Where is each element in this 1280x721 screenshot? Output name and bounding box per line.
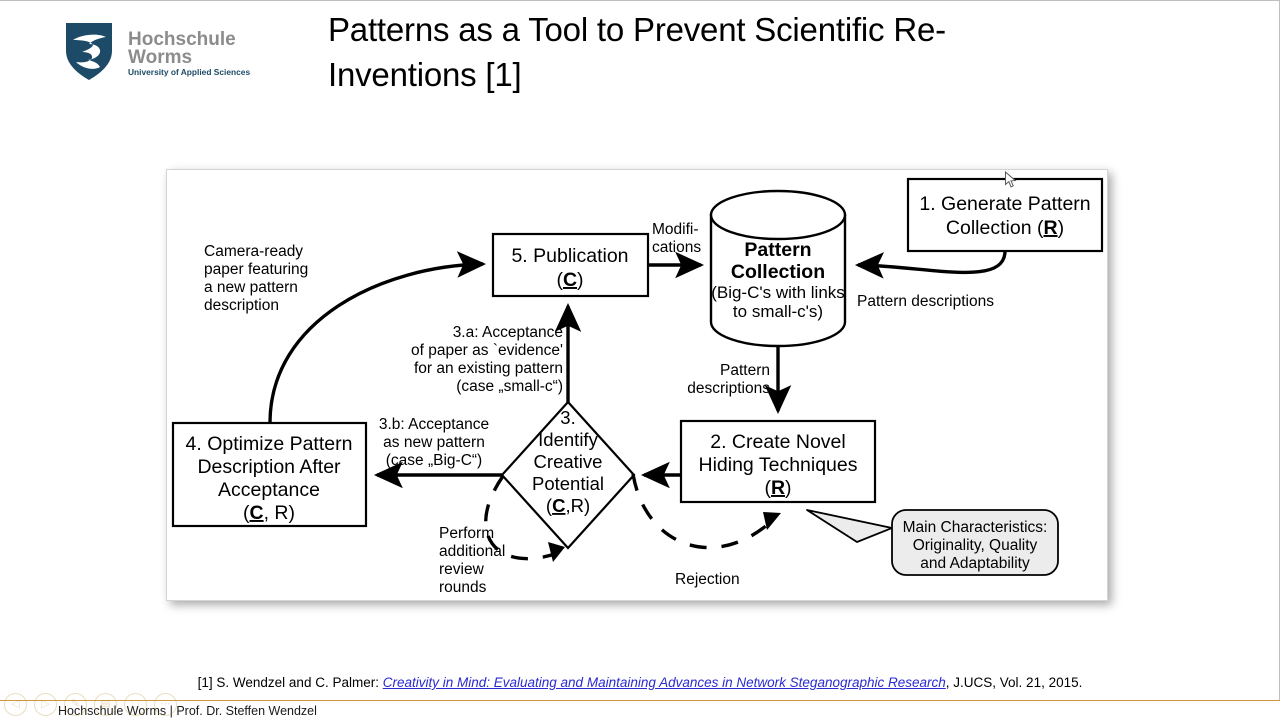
edge-label-perform-review-rounds: Perform additional review rounds bbox=[439, 525, 505, 596]
svg-text:additional: additional bbox=[439, 543, 505, 560]
node-create-line-2: Hiding Techniques bbox=[699, 454, 858, 476]
previous-slide-button[interactable]: ◁ bbox=[4, 693, 27, 716]
node-identify-line-5: (C,R) bbox=[546, 495, 590, 516]
svg-text:(case „small-c“): (case „small-c“) bbox=[456, 378, 563, 395]
node-publication-line-2: (C) bbox=[556, 269, 583, 291]
pen-tool-button[interactable]: ✎ bbox=[64, 693, 87, 716]
process-diagram-image: 1. Generate Pattern Collection (R) Patte… bbox=[166, 169, 1108, 601]
page-title: Patterns as a Tool to Prevent Scientific… bbox=[328, 7, 1088, 97]
edge-label-rejection: Rejection bbox=[675, 571, 740, 588]
svg-text:descriptions: descriptions bbox=[687, 380, 770, 397]
edge-rejection-arrowhead bbox=[763, 512, 781, 530]
node-identify-line-4: Potential bbox=[532, 473, 604, 494]
hochschule-worms-logo: Hochschule Worms University of Applied S… bbox=[60, 21, 260, 83]
node-optimize-line-2: Description After bbox=[197, 456, 341, 478]
svg-text:for an existing pattern: for an existing pattern bbox=[414, 360, 563, 377]
svg-text:Camera-ready: Camera-ready bbox=[204, 243, 303, 260]
logo-word-hochschule: Hochschule bbox=[128, 29, 236, 50]
node-optimize-line-4: (C, R) bbox=[243, 502, 295, 524]
citation-line: [1] S. Wendzel and C. Palmer: Creativity… bbox=[0, 675, 1280, 690]
node-create-line-3: (R) bbox=[764, 477, 791, 499]
svg-text:paper featuring: paper featuring bbox=[204, 261, 308, 278]
node-pattern-collection-datastore: Pattern Collection (Big-C's with links t… bbox=[709, 189, 847, 348]
node-publication-line-1: 5. Publication bbox=[511, 245, 628, 267]
svg-text:a new pattern: a new pattern bbox=[204, 279, 298, 296]
callout-main-characteristics: Main Characteristics: Originality, Quali… bbox=[806, 509, 1059, 576]
node-create-line-1: 2. Create Novel bbox=[710, 431, 845, 453]
svg-text:cations: cations bbox=[652, 239, 701, 256]
page-title-line-1: Patterns as a Tool to Prevent Scientific… bbox=[328, 11, 946, 48]
footer-divider bbox=[0, 700, 1280, 701]
node-collection-line-1: Pattern bbox=[744, 239, 811, 261]
node-collection-line-2: Collection bbox=[731, 261, 825, 283]
node-publication: 5. Publication (C) bbox=[491, 232, 650, 298]
node-create-novel-hiding-techniques: 2. Create Novel Hiding Techniques (R) bbox=[679, 419, 877, 504]
page-title-line-2: Inventions [1] bbox=[328, 56, 522, 93]
node-generate-pattern-collection: 1. Generate Pattern Collection (R) bbox=[906, 177, 1104, 253]
node-optimize-line-3: Acceptance bbox=[218, 479, 320, 501]
mouse-cursor-icon bbox=[1004, 170, 1018, 189]
svg-text:Pattern descriptions: Pattern descriptions bbox=[857, 293, 994, 310]
svg-text:rounds: rounds bbox=[439, 579, 487, 596]
footer-bar bbox=[0, 701, 1280, 721]
edge-label-modifications: Modifi- cations bbox=[652, 221, 701, 256]
edge-review-rounds-arrowhead bbox=[548, 542, 565, 562]
callout-line-2: Originality, Quality bbox=[913, 537, 1038, 554]
svg-text:3.a: Acceptance: 3.a: Acceptance bbox=[453, 324, 563, 341]
edge-label-acceptance-3b: 3.b: Acceptance as new pattern (case „Bi… bbox=[379, 416, 489, 469]
eraser-tool-button[interactable]: □ bbox=[124, 693, 147, 716]
node-optimize-pattern-description: 4. Optimize Pattern Description After Ac… bbox=[171, 421, 368, 528]
edge-label-pattern-descriptions-down: Pattern descriptions bbox=[687, 362, 770, 397]
edge-review-rounds-dashed bbox=[484, 475, 559, 561]
citation-prefix: [1] S. Wendzel and C. Palmer: bbox=[197, 675, 383, 690]
node-generate-line-1: 1. Generate Pattern bbox=[919, 193, 1090, 215]
node-identify-creative-potential: 3. Identify Creative Potential (C,R) bbox=[500, 400, 636, 550]
node-collection-line-4: to small-c's) bbox=[733, 302, 823, 321]
logo-word-worms: Worms bbox=[128, 47, 192, 68]
edge-label-camera-ready: Camera-ready paper featuring a new patte… bbox=[204, 243, 308, 314]
footer-text: Hochschule Worms | Prof. Dr. Steffen Wen… bbox=[58, 704, 317, 718]
svg-text:3.b: Acceptance: 3.b: Acceptance bbox=[379, 416, 489, 433]
svg-text:Pattern: Pattern bbox=[720, 362, 770, 379]
node-optimize-line-1: 4. Optimize Pattern bbox=[186, 433, 353, 455]
svg-text:Perform: Perform bbox=[439, 525, 494, 542]
node-collection-line-3: (Big-C's with links bbox=[711, 283, 845, 302]
citation-link[interactable]: Creativity in Mind: Evaluating and Maint… bbox=[382, 675, 946, 690]
edge-optimize-to-publication bbox=[268, 251, 487, 424]
svg-text:description: description bbox=[204, 297, 279, 314]
svg-text:(case „Big-C“): (case „Big-C“) bbox=[386, 452, 482, 469]
node-generate-line-2: Collection (R) bbox=[946, 217, 1064, 239]
svg-text:Modifi-: Modifi- bbox=[652, 221, 699, 238]
highlighter-tool-button[interactable]: ▤ bbox=[94, 693, 117, 716]
node-identify-line-2: Identify bbox=[538, 429, 598, 450]
svg-text:of paper as `evidence': of paper as `evidence' bbox=[411, 342, 563, 359]
node-identify-line-1: 3. bbox=[560, 407, 575, 428]
svg-text:Rejection: Rejection bbox=[675, 571, 740, 588]
callout-line-1: Main Characteristics: bbox=[903, 519, 1048, 536]
edge-label-pattern-descriptions-right: Pattern descriptions bbox=[857, 293, 994, 310]
node-identify-line-3: Creative bbox=[534, 451, 603, 472]
more-options-button[interactable]: ⋯ bbox=[154, 693, 177, 716]
presenter-toolbar[interactable]: ◁ ▷ ✎ ▤ □ ⋯ bbox=[4, 693, 177, 716]
logo-tagline: University of Applied Sciences bbox=[128, 67, 250, 77]
edge-generate-to-collection bbox=[854, 250, 1007, 279]
citation-suffix: , J.UCS, Vol. 21, 2015. bbox=[945, 675, 1083, 690]
edge-label-acceptance-3a: 3.a: Acceptance of paper as `evidence' f… bbox=[411, 324, 563, 395]
next-slide-button[interactable]: ▷ bbox=[34, 693, 57, 716]
svg-text:review: review bbox=[439, 561, 485, 578]
svg-text:as new pattern: as new pattern bbox=[383, 434, 485, 451]
callout-line-3: and Adaptability bbox=[920, 555, 1030, 572]
diagram-edges bbox=[268, 250, 1007, 489]
